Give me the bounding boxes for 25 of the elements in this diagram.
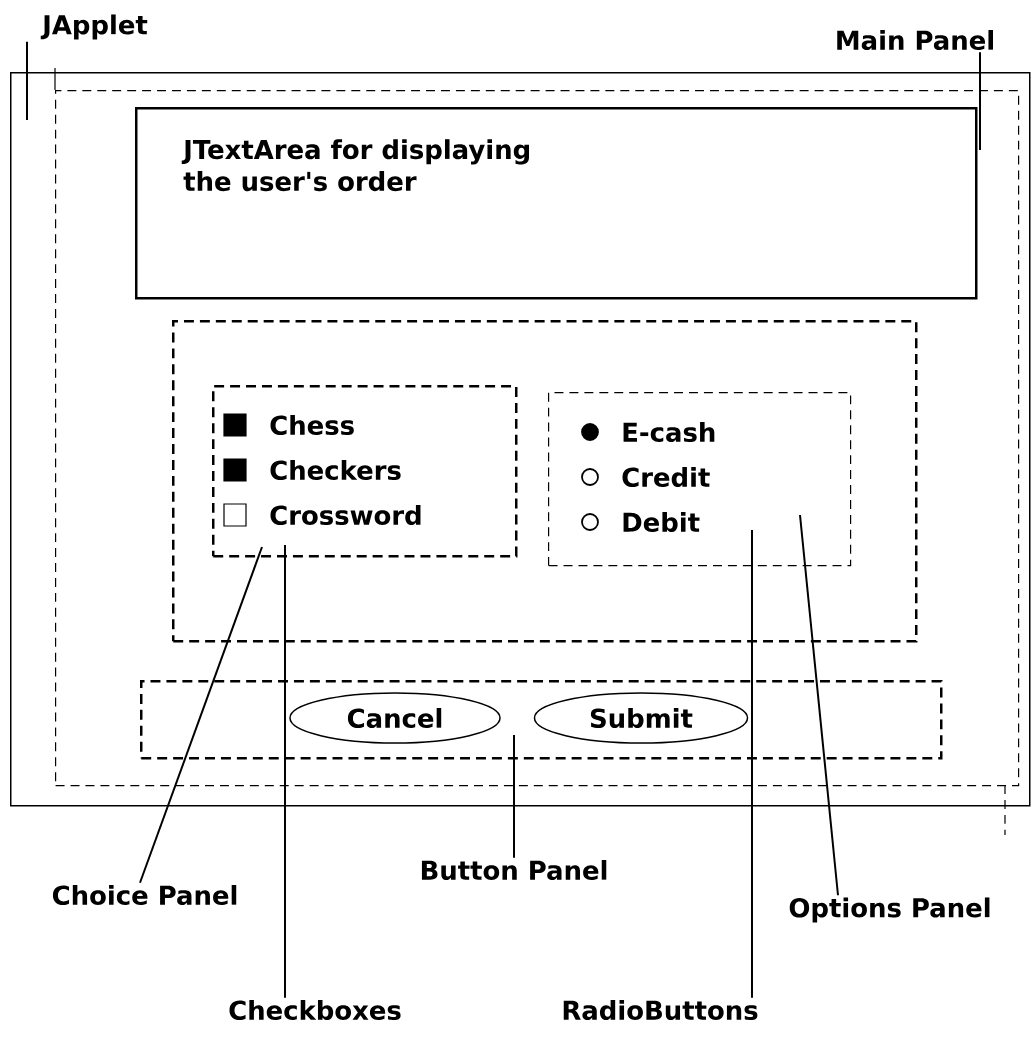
button: Cancel — [289, 692, 501, 744]
callout-label: Options Panel — [789, 897, 990, 923]
leader-line — [799, 514, 839, 897]
callout-label: JApplet — [40, 14, 148, 40]
option-label: Debit — [623, 512, 700, 532]
callout-label: Choice Panel — [52, 885, 237, 905]
callout-label: Checkboxes — [229, 999, 401, 1020]
option-label: Crossword — [270, 505, 421, 525]
leader-line — [513, 734, 515, 859]
callout-label: Button Panel — [421, 860, 607, 880]
option-label: Chess — [270, 415, 354, 435]
option-label: Credit — [622, 467, 710, 487]
leader-line — [284, 544, 286, 999]
panel-frame — [140, 680, 943, 760]
option-label: E-cash — [623, 422, 715, 442]
leader-line — [139, 546, 263, 884]
panel-frame — [172, 320, 918, 643]
text-area: JTextArea for displaying the user's order — [135, 107, 978, 300]
callout-label: Main Panel — [837, 30, 993, 51]
leader-line — [26, 40, 28, 121]
leader-line — [751, 529, 753, 999]
leader-line — [979, 51, 981, 151]
callout-label: RadioButtons — [563, 999, 758, 1020]
option-label: Checkers — [270, 460, 401, 480]
button: Submit — [533, 692, 749, 744]
